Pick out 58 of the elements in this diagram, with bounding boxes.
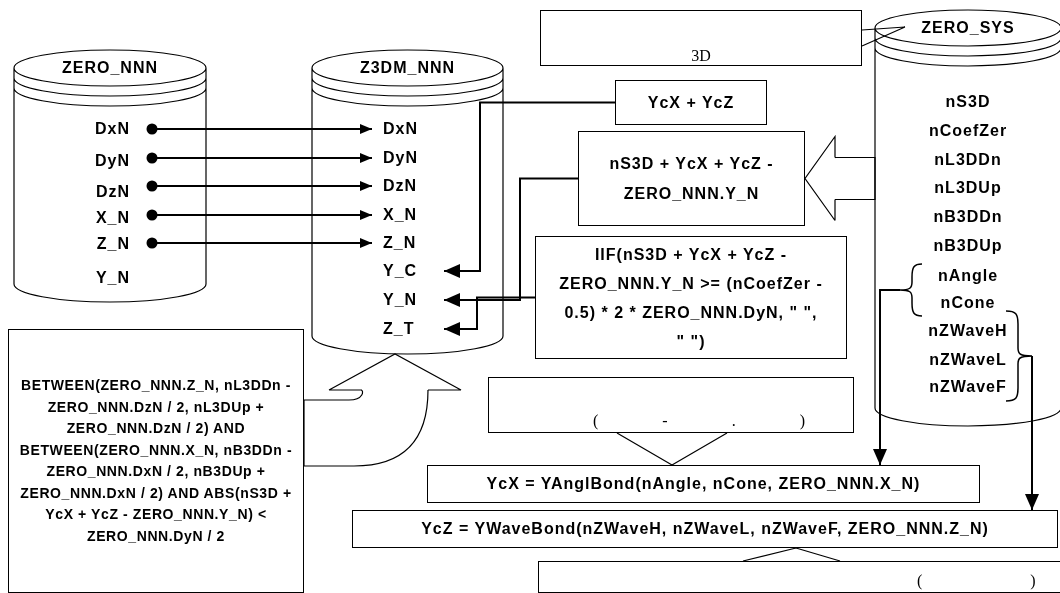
expression-box [352,510,1058,548]
field-name: nB3DUp [933,236,1003,256]
field-name: nS3D [945,92,991,112]
field-name: DxN [95,119,130,139]
arrow [146,209,373,221]
expression-text: IIF(nS3D + YcX + YcZ - ZERO_NNN.Y_N >= (nCoefZer - 0.5) * 2 * ZERO_NNN.DyN, " ", " ") [558,244,824,352]
expression-text: YcX + YcZ [647,93,735,112]
callout-text: ( ) [917,572,1036,590]
expression-text: YcZ = YWaveBond(nZWaveH, nZWaveL, nZWaveF, ZERO_NNN.Z_N) [421,520,989,538]
callout-pointer [861,26,906,47]
arrow [146,237,373,249]
expression-box [535,236,847,359]
expression-text: YcX = YAnglBond(nAngle, nCone, ZERO_NNN.X_N) [486,475,921,493]
arrow [443,101,616,278]
field-name: nZWaveH [928,321,1008,341]
arrow [1025,355,1039,511]
field-name: Z_T [383,319,415,339]
callout-box [540,10,862,66]
callout-box [538,561,1060,593]
field-name: nL3DUp [934,178,1002,198]
callout-text: 3D [690,47,712,65]
field-name: nL3DDn [934,150,1002,170]
field-name: DxN [383,119,418,139]
field-name: nCone [940,293,996,313]
expression-box [615,80,767,125]
table-name: Z3DM_NNN [358,58,457,78]
field-name: Z_N [383,233,417,253]
expression-box [578,131,805,226]
callout-box [488,377,854,433]
expression-text: nS3D + YcX + YcZ - ZERO_NNN.Y_N [608,153,775,204]
field-name: nZWaveL [929,350,1007,370]
field-name: DzN [95,182,130,202]
expression-box [427,465,980,503]
arrow [146,123,373,135]
table-name: ZERO_NNN [61,58,159,78]
arrow [146,180,373,192]
field-name: nB3DDn [933,207,1003,227]
field-name: DzN [383,176,418,196]
field-name: nCoefZer [928,121,1008,141]
arrow [146,152,373,164]
field-name: X_N [95,208,130,228]
field-name: X_N [383,205,418,225]
field-name: DyN [383,148,418,168]
expression-box [8,329,304,593]
arrow [443,296,536,336]
field-name: nAngle [937,266,999,286]
arrow [873,289,901,466]
table-name: ZERO_SYS [920,18,1016,38]
callout-text: ( - . ) [593,412,805,430]
field-name: DyN [95,151,130,171]
field-name: Y_N [383,290,418,310]
field-name: nZWaveF [929,377,1007,397]
field-name: Z_N [96,234,130,254]
arrow [443,177,579,307]
field-name: Y_C [383,261,418,281]
field-name: Y_N [95,268,130,288]
callout-pointer [616,432,728,466]
expression-text: BETWEEN(ZERO_NNN.Z_N, nL3DDn - ZERO_NNN.DzN / 2, nL3DUp + ZERO_NNN.DzN / 2) AND BETWEEN(ZERO_NNN.X_N, nB3DDn - ZERO_NNN.DxN / 2, nB3DUp + ZERO_NNN.DxN / 2) AND ABS(nS3D + YcX + YcZ - ZERO_NNN.Y_N) < ZERO_NNN.DyN / 2 [19,376,293,546]
